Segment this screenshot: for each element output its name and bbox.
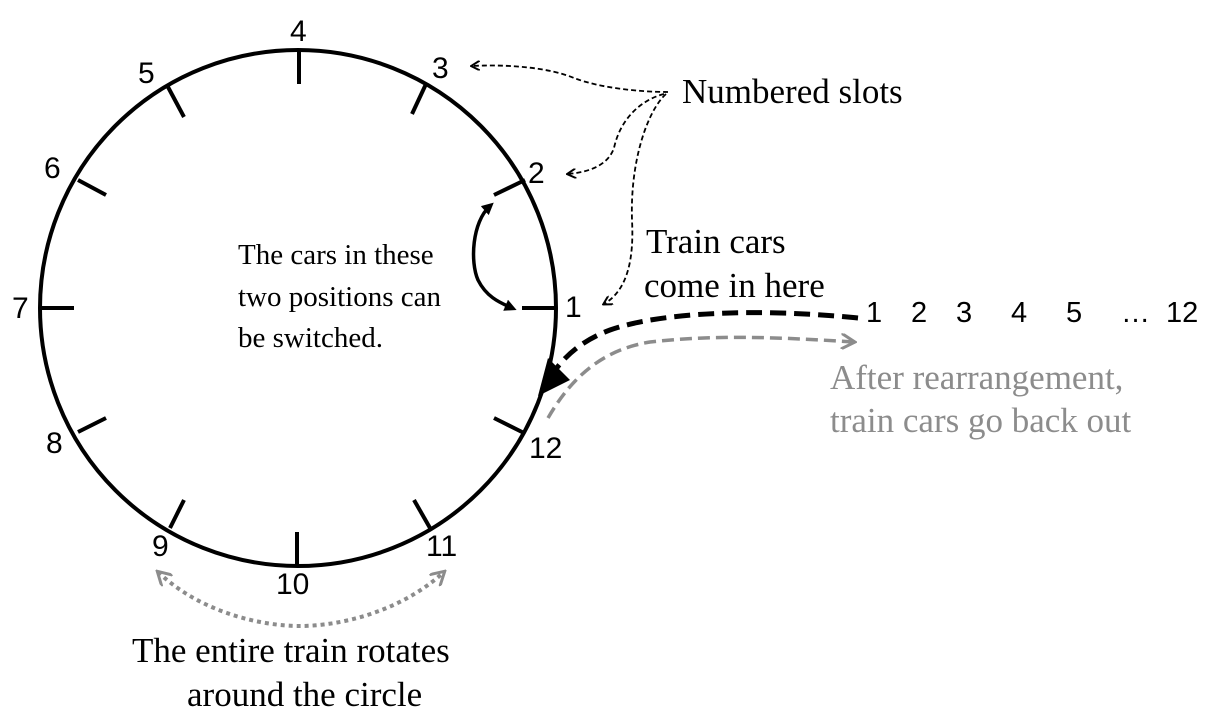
slot-label-1: 1 — [565, 291, 582, 324]
slot-label-9: 9 — [152, 530, 169, 563]
tick-8 — [77, 416, 107, 434]
slot-ticks — [40, 50, 556, 566]
slot-label-10: 10 — [276, 568, 309, 601]
tick-11 — [412, 499, 432, 529]
tick-2 — [493, 178, 526, 197]
tick-3 — [410, 83, 428, 115]
slot-label-7: 7 — [12, 292, 29, 325]
after-rearrangement-line2: train cars go back out — [830, 401, 1132, 440]
train-cars-in-label-line1: Train cars — [646, 222, 786, 261]
slot-label-2: 2 — [528, 157, 545, 190]
train-cars-in-label-line2: come in here — [644, 266, 825, 305]
switch-label-line1: The cars in these — [238, 239, 434, 271]
tick-12 — [493, 416, 525, 435]
slot-label-4: 4 — [290, 15, 307, 48]
tick-9 — [168, 499, 186, 529]
train-car-1: 1 — [866, 297, 882, 329]
incoming-arrow-head — [538, 358, 570, 396]
rotation-arrow — [158, 572, 444, 629]
rotation-label-line1: The entire train rotates — [132, 631, 450, 670]
train-car-2: 2 — [911, 297, 927, 329]
train-car-12: 12 — [1166, 297, 1198, 329]
train-sequence: 1 2 3 4 5 … 12 — [866, 297, 1198, 329]
after-rearrangement-line1: After rearrangement, — [830, 358, 1123, 397]
slot-label-5: 5 — [138, 57, 155, 90]
slot-label-8: 8 — [46, 427, 63, 460]
numbered-slots-callouts — [472, 66, 669, 305]
train-car-4: 4 — [1011, 297, 1027, 329]
slot-label-6: 6 — [44, 152, 61, 185]
callout-arrow-to-3 — [472, 66, 669, 93]
callout-arrow-to-2 — [568, 93, 665, 174]
switch-label-line2: two positions can — [238, 281, 441, 313]
train-car-ellipsis: … — [1121, 297, 1150, 329]
outgoing-train-arrow — [546, 337, 854, 419]
switch-label-line3: be switched. — [238, 322, 383, 354]
rotation-label-line2: around the circle — [187, 675, 422, 714]
slot-label-3: 3 — [432, 52, 449, 85]
train-car-5: 5 — [1066, 297, 1082, 329]
incoming-train-arrow — [543, 310, 859, 386]
callout-arrow-to-1 — [604, 93, 667, 304]
slot-label-11: 11 — [426, 530, 457, 563]
numbered-slots-label: Numbered slots — [682, 72, 903, 111]
train-car-3: 3 — [956, 297, 972, 329]
switch-arrow — [471, 202, 517, 311]
tick-5 — [166, 86, 186, 118]
tick-6 — [77, 178, 107, 197]
slot-label-12: 12 — [529, 432, 562, 465]
